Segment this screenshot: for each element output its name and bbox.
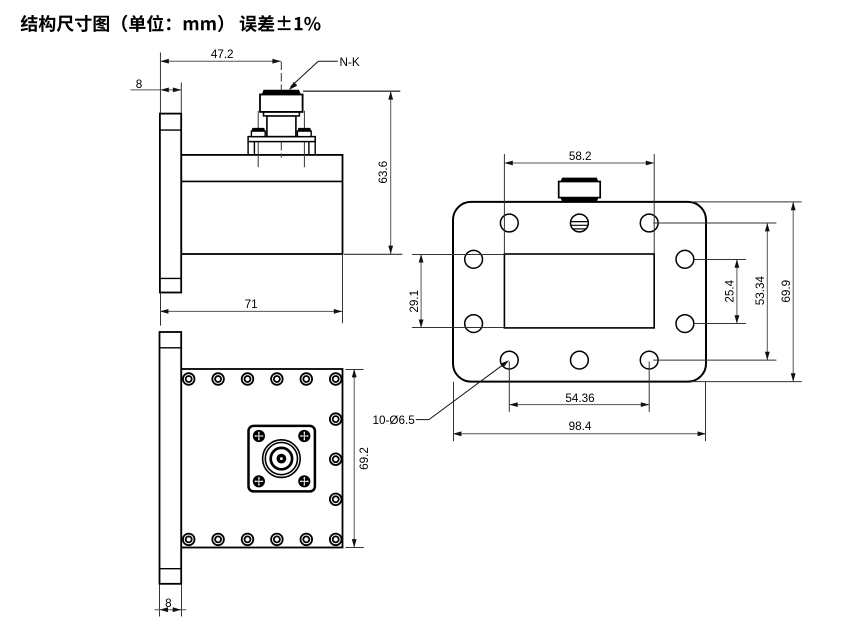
svg-text:8: 8	[165, 597, 172, 610]
svg-text:N-K: N-K	[340, 56, 360, 69]
svg-text:58.2: 58.2	[569, 150, 592, 163]
svg-text:98.4: 98.4	[569, 420, 592, 433]
svg-text:54.36: 54.36	[565, 392, 594, 405]
svg-text:53.34: 53.34	[754, 275, 767, 305]
svg-text:10-Ø6.5: 10-Ø6.5	[373, 414, 416, 427]
svg-text:25.4: 25.4	[724, 279, 737, 302]
svg-text:47.2: 47.2	[211, 48, 234, 61]
svg-text:8: 8	[136, 78, 143, 91]
svg-text:29.1: 29.1	[408, 290, 421, 313]
svg-text:71: 71	[245, 298, 258, 311]
svg-text:69.2: 69.2	[358, 447, 371, 470]
svg-text:63.6: 63.6	[377, 161, 390, 184]
svg-text:69.9: 69.9	[780, 280, 793, 303]
